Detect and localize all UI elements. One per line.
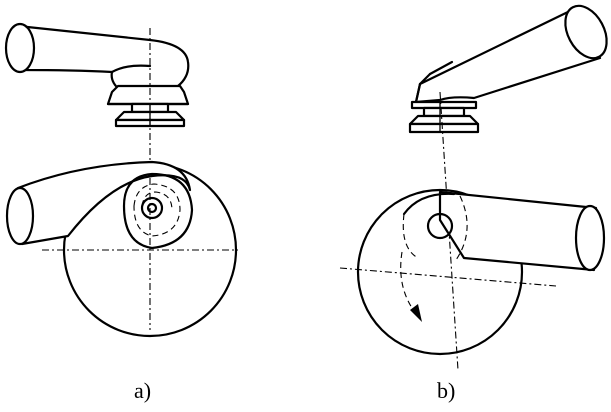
figure-b-cylinder-circle: [356, 188, 524, 356]
figure-a-spiral-chamber: [122, 172, 194, 250]
figure-a-valve-stack-top: [106, 84, 190, 128]
caption-a: a): [134, 378, 152, 403]
figure-b-horizontal-axis: [339, 267, 557, 287]
figure-b-valve-stack: [408, 100, 480, 134]
figure-a-side-pipe: [5, 160, 192, 246]
figure-b-port: [402, 195, 468, 261]
figure-b: [339, 4, 608, 371]
figure-b-top-pipe: [414, 4, 608, 104]
figure-b-swirl-arrow: [400, 251, 422, 322]
figure-a-top-pipe: [4, 22, 190, 92]
figure-a: [4, 22, 238, 338]
figure-b-side-pipe: [402, 190, 606, 272]
caption-b: b): [437, 378, 456, 403]
